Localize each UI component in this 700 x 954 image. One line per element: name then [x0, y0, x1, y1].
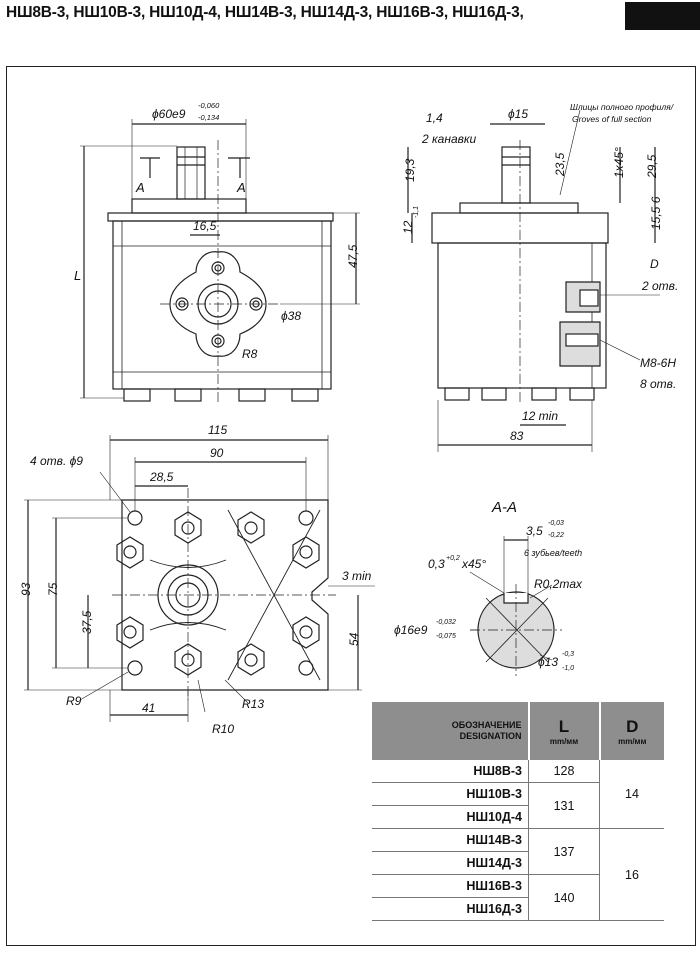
dim-3-min: 3 min	[342, 569, 372, 583]
dim-12-min: 12 min	[522, 409, 558, 423]
title-black-tab	[625, 2, 700, 30]
table-row: НШ14Д-3	[372, 851, 664, 875]
label-M8-6H: M8-6H	[640, 356, 676, 370]
row-name: НШ16В-3	[372, 874, 529, 898]
dim-R13: R13	[242, 697, 264, 711]
label-teeth: 6 зубьев/teeth	[524, 548, 582, 558]
dim-3-5-tol-top: -0,03	[548, 520, 564, 527]
row-name: НШ14В-3	[372, 828, 529, 852]
dim-93: 93	[19, 582, 33, 596]
dim-R0-2max: R0,2max	[534, 577, 583, 591]
dim-R9: R9	[66, 694, 82, 708]
dim-23-5: 23,5	[553, 152, 567, 177]
dim-3-5-tol-bot: -0,22	[548, 532, 564, 539]
front-view	[80, 119, 360, 404]
table-row: НШ10В-3 131	[372, 782, 664, 829]
dim-1x45: 1x45°	[612, 147, 626, 178]
page-title: НШ8В-3, НШ10В-3, НШ10Д-4, НШ14В-3, НШ14Д…	[6, 4, 524, 21]
dim-1-4: 1,4	[426, 111, 443, 125]
dim-d16: ϕ16e9	[394, 623, 428, 637]
row-L: 140	[528, 874, 600, 921]
table-head-L: L mm/мм	[528, 702, 601, 760]
dim-47-5: 47,5	[346, 244, 360, 268]
table-head-D: D mm/мм	[599, 702, 664, 760]
table-head-en: DESIGNATION	[459, 731, 522, 741]
dim-R10: R10	[212, 722, 234, 736]
dim-54: 54	[347, 632, 361, 646]
label-4-otv-d9: 4 отв. ϕ9	[30, 454, 83, 468]
row-name: НШ14Д-3	[372, 851, 529, 875]
section-aa	[469, 536, 562, 676]
dim-d13-tol-top: -0,3	[562, 651, 574, 658]
dim-d16-tol-top: -0,032	[436, 619, 456, 626]
dim-D: D	[650, 257, 659, 271]
dim-12-tol: -1,1	[413, 206, 420, 218]
table-head-D-label: D	[626, 716, 639, 736]
label-splines-en: Groves of full section	[572, 114, 652, 124]
section-title-aa: А-А	[491, 499, 517, 516]
dim-d16-tol-bot: -0,075	[436, 633, 456, 640]
dim-15-5-6: 15,5 6	[649, 196, 663, 230]
designation-table: ОБОЗНАЧЕНИЕ DESIGNATION L mm/мм D mm/мм …	[372, 702, 664, 921]
section-mark-left: A	[135, 180, 145, 195]
table-head-D-unit: mm/мм	[618, 736, 647, 746]
table-head-L-unit: mm/мм	[549, 736, 579, 746]
dim-d15: ϕ15	[508, 107, 528, 121]
dim-d13-tol-bot: -1,0	[562, 665, 574, 672]
dim-29-5: 29,5	[645, 154, 659, 179]
dim-115: 115	[208, 423, 227, 437]
dim-d13: ϕ13	[538, 655, 558, 669]
row-name: НШ16Д-3	[372, 897, 529, 921]
dim-19-3: 19,3	[403, 158, 417, 182]
dim-90: 90	[210, 446, 224, 460]
dim-L: L	[74, 268, 81, 283]
bottom-view	[24, 435, 375, 722]
dim-chamfer-tol: +0,2	[446, 555, 460, 562]
label-8-otv: 8 отв.	[640, 377, 676, 391]
row-L: 137	[528, 828, 600, 875]
table-head-ru: ОБОЗНАЧЕНИЕ	[451, 720, 522, 730]
dim-16-5: 16,5	[193, 219, 217, 233]
table-row: НШ14В-3 137 16	[372, 828, 664, 921]
table-head-designation: ОБОЗНАЧЕНИЕ DESIGNATION	[372, 702, 530, 760]
table-row: НШ8В-3 128 14	[372, 760, 664, 829]
dim-chamfer-angle: x45°	[461, 557, 486, 571]
dim-d60-tol-top: -0,060	[198, 101, 220, 110]
row-L: 131	[528, 782, 600, 829]
dim-d60: ϕ60e9	[152, 107, 186, 121]
dim-75: 75	[46, 582, 60, 596]
label-splines-ru: Шлицы полного профиля/	[570, 102, 675, 112]
label-2-otv: 2 отв.	[641, 279, 678, 293]
section-mark-right: A	[236, 180, 246, 195]
table-row: НШ16Д-3	[372, 897, 664, 921]
drawing-frame	[6, 66, 696, 946]
row-D: 14	[599, 760, 664, 829]
dim-3-5: 3,5	[526, 524, 543, 538]
table-row: НШ16В-3 140	[372, 874, 664, 921]
row-name: НШ10В-3	[372, 782, 529, 806]
row-name: НШ10Д-4	[372, 805, 529, 829]
dim-41: 41	[142, 701, 155, 715]
dim-28-5: 28,5	[149, 470, 174, 484]
table-head-L-label: L	[558, 716, 570, 736]
dim-83: 83	[510, 429, 524, 443]
dim-37-5: 37,5	[80, 610, 94, 634]
dim-chamfer: 0,3	[428, 557, 445, 571]
dim-d60-tol-bot: -0,134	[198, 113, 219, 122]
table-row: НШ10Д-4	[372, 805, 664, 829]
dim-d38: ϕ38	[281, 309, 301, 323]
dim-12: 12	[401, 220, 415, 234]
row-L: 128	[528, 760, 600, 783]
side-view	[407, 109, 660, 452]
dim-R8: R8	[242, 347, 258, 361]
row-name: НШ8В-3	[372, 760, 529, 783]
row-D: 16	[599, 828, 664, 921]
label-2-kanavki: 2 канавки	[421, 132, 477, 146]
